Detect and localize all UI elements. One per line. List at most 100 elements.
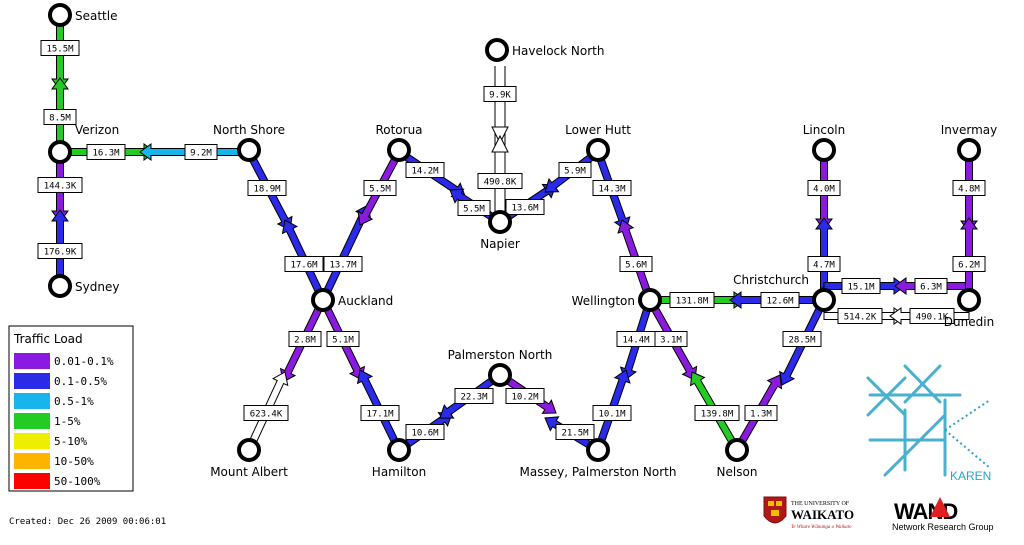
- link-value-lincoln-christchurch: 4.0M: [807, 180, 841, 196]
- link-value-dunedin-invermay: 6.2M: [952, 256, 986, 272]
- node-havelock-north[interactable]: Havelock North: [485, 38, 604, 62]
- link-value-christchurch-lincoln: 4.7M: [807, 256, 841, 272]
- legend-item: 0.1-0.5%: [14, 373, 107, 389]
- link-value-invermay-dunedin: 4.8M: [952, 180, 986, 196]
- node-lower-hutt[interactable]: Lower Hutt: [565, 123, 631, 162]
- svg-text:0.1-0.5%: 0.1-0.5%: [54, 375, 107, 388]
- node-hamilton[interactable]: Hamilton: [372, 438, 426, 479]
- link-value-palm-massey: 10.2M: [505, 388, 545, 404]
- link-value-invermay-christchurch: 6.3M: [914, 278, 948, 294]
- node-label-mount-albert: Mount Albert: [210, 465, 288, 479]
- legend-item: 5-10%: [14, 433, 87, 449]
- link-value-auckland-mtalbert: 2.8M: [288, 331, 322, 347]
- link-value-wellington-lowerhutt: 5.6M: [619, 256, 653, 272]
- svg-text:0.01-0.1%: 0.01-0.1%: [54, 355, 114, 368]
- svg-text:490.1K: 490.1K: [916, 313, 949, 323]
- node-dunedin[interactable]: Dunedin: [944, 288, 994, 329]
- node-label-north-shore: North Shore: [213, 123, 285, 137]
- wand-logo: WAND Network Research Group: [892, 497, 994, 532]
- node-label-sydney: Sydney: [75, 280, 119, 294]
- node-wellington[interactable]: Wellington: [572, 288, 662, 312]
- node-seattle[interactable]: Seattle: [48, 3, 117, 27]
- link-value-christchurch-nelson: 28.5M: [782, 331, 822, 347]
- karen-logo: KAREN: [866, 364, 991, 483]
- svg-text:4.0M: 4.0M: [813, 185, 835, 195]
- svg-text:4.8M: 4.8M: [958, 185, 980, 195]
- wand-logo-text: WAND: [894, 499, 957, 524]
- svg-text:139.8M: 139.8M: [701, 410, 734, 420]
- node-label-havelock-north: Havelock North: [512, 44, 604, 58]
- node-label-nelson: Nelson: [717, 465, 758, 479]
- legend: Traffic Load 0.01-0.1% 0.1-0.5% 0.5-1% 1-5%…: [8, 325, 134, 492]
- node-label-auckland: Auckland: [338, 294, 393, 308]
- node-north-shore[interactable]: North Shore: [213, 123, 285, 162]
- node-label-verizon: Verizon: [75, 123, 119, 137]
- waikato-logo: THE UNIVERSITY OF WAIKATO Te Whare Wānan…: [763, 496, 854, 530]
- karen-logo-text: KAREN: [950, 469, 991, 483]
- link-value-palm-hamilton: 22.3M: [454, 388, 494, 404]
- svg-text:144.3K: 144.3K: [44, 182, 77, 192]
- svg-text:10-50%: 10-50%: [54, 455, 94, 468]
- link-value-nelson-wellington: 139.8M: [694, 405, 740, 421]
- svg-text:10.1M: 10.1M: [598, 410, 626, 420]
- link-value-dunedin-christchurch: 490.1K: [909, 308, 955, 324]
- link-value-napier-havelock: 490.8K: [477, 173, 523, 189]
- node-auckland[interactable]: Auckland: [311, 288, 393, 312]
- link-value-lowerhutt-napier: 5.9M: [558, 162, 592, 178]
- node-palmerston-north[interactable]: Palmerston North: [448, 348, 553, 387]
- svg-text:22.3M: 22.3M: [460, 393, 488, 403]
- link-value-wellington-nelson: 3.1M: [654, 331, 688, 347]
- svg-text:50-100%: 50-100%: [54, 475, 101, 488]
- link-value-auckland-rotorua: 13.7M: [323, 256, 363, 272]
- created-timestamp: Created: Dec 26 2009 00:06:01: [9, 517, 166, 527]
- node-lincoln[interactable]: Lincoln: [803, 123, 846, 162]
- svg-text:10.6M: 10.6M: [411, 429, 439, 439]
- svg-text:490.8K: 490.8K: [484, 178, 517, 188]
- node-label-dunedin: Dunedin: [944, 315, 994, 329]
- link-value-lowerhutt-wellington: 14.3M: [592, 180, 632, 196]
- node-label-wellington: Wellington: [572, 294, 635, 308]
- link-value-northshore-auckland: 18.9M: [247, 180, 287, 196]
- node-rotorua[interactable]: Rotorua: [375, 123, 423, 162]
- svg-text:514.2K: 514.2K: [844, 313, 877, 323]
- link-value-auckland-hamilton: 5.1M: [326, 331, 360, 347]
- node-label-rotorua: Rotorua: [375, 123, 422, 137]
- svg-text:21.5M: 21.5M: [561, 429, 589, 439]
- svg-text:0.5-1%: 0.5-1%: [54, 395, 94, 408]
- node-invermay[interactable]: Invermay: [941, 123, 998, 162]
- node-napier[interactable]: Napier: [480, 210, 520, 251]
- node-label-lincoln: Lincoln: [803, 123, 846, 137]
- svg-text:13.7M: 13.7M: [329, 261, 357, 271]
- node-sydney[interactable]: Sydney: [48, 274, 119, 298]
- node-christchurch[interactable]: Christchurch: [733, 273, 836, 312]
- svg-text:9.2M: 9.2M: [190, 149, 212, 159]
- legend-item: 0.01-0.1%: [14, 353, 114, 369]
- node-massey[interactable]: Massey, Palmerston North: [520, 438, 677, 479]
- svg-text:623.4K: 623.4K: [250, 410, 283, 420]
- node-label-palmerston-north: Palmerston North: [448, 348, 553, 362]
- link-value-havelock-napier: 9.9K: [483, 86, 517, 102]
- links-layer: [51, 14, 978, 454]
- svg-text:131.8M: 131.8M: [676, 297, 709, 307]
- svg-text:9.9K: 9.9K: [489, 91, 511, 101]
- link-value-rotorua-auckland: 5.5M: [363, 180, 397, 196]
- node-label-seattle: Seattle: [75, 9, 117, 23]
- node-mount-albert[interactable]: Mount Albert: [210, 438, 288, 479]
- waikato-line1: THE UNIVERSITY OF: [791, 501, 850, 507]
- legend-item: 0.5-1%: [14, 393, 94, 409]
- link-value-verizon-seattle: 8.5M: [43, 109, 77, 125]
- node-verizon[interactable]: Verizon: [48, 123, 119, 164]
- link-value-verizon-sydney: 144.3K: [37, 177, 83, 193]
- link-value-rotorua-napier: 14.2M: [405, 162, 445, 178]
- svg-text:4.7M: 4.7M: [813, 261, 835, 271]
- svg-text:1.3M: 1.3M: [750, 410, 772, 420]
- wand-subtitle: Network Research Group: [892, 522, 994, 532]
- link-value-mtalbert-auckland: 623.4K: [243, 405, 289, 421]
- node-label-invermay: Invermay: [941, 123, 998, 137]
- legend-title: Traffic Load: [13, 332, 83, 346]
- node-nelson[interactable]: Nelson: [717, 438, 758, 479]
- link-value-napier-lowerhutt: 13.6M: [505, 199, 545, 215]
- svg-text:1-5%: 1-5%: [54, 415, 81, 428]
